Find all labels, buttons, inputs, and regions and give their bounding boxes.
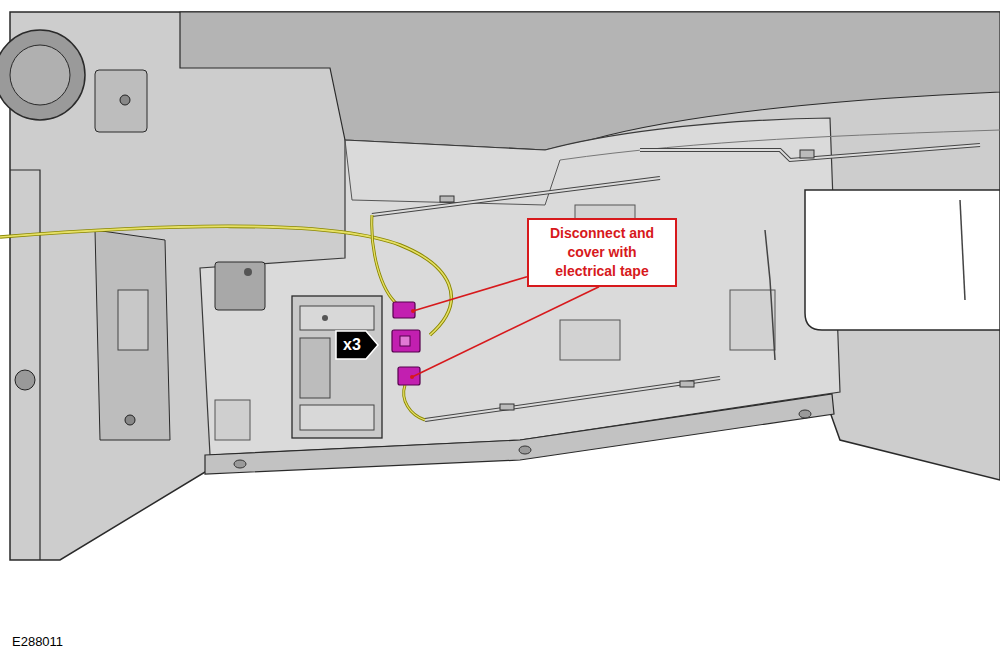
wire-harness-part (372, 178, 660, 215)
left-structure-part (125, 415, 135, 425)
leader-line (412, 287, 599, 377)
yellow-wire-part (372, 215, 398, 305)
module-bracket-part (300, 338, 330, 398)
left-structure-part (10, 45, 70, 105)
wire-harness-part (960, 200, 965, 300)
module-bracket-part (244, 268, 252, 276)
dashboard-panel-part (10, 12, 1000, 560)
magenta-connector-part (398, 367, 420, 385)
wire-harness-part (640, 145, 980, 160)
module-bracket-part (292, 296, 382, 438)
leader-end (410, 375, 414, 379)
magenta-connector-part (400, 336, 410, 346)
dashboard-panel-part (519, 446, 531, 454)
wire-harness-part (680, 381, 694, 387)
left-structure-part (0, 30, 85, 120)
yellow-wire-part (404, 385, 425, 420)
left-structure (0, 30, 170, 560)
arrow-shape-fill (336, 331, 378, 359)
wire-harness (372, 145, 980, 420)
wire-harness-part (425, 378, 720, 420)
wire-harness-part (440, 196, 454, 202)
yellow-wire-part (372, 215, 398, 305)
module-bracket-part (300, 405, 374, 430)
module-bracket-part (322, 315, 328, 321)
callout-text: Disconnect and cover with electrical tap… (539, 224, 665, 281)
quantity-label: x3 (343, 330, 361, 360)
left-structure-part (15, 370, 35, 390)
dashboard-panel-part (215, 400, 250, 440)
dashboard-panel-part (805, 190, 1000, 330)
dashboard-panel-part (560, 130, 1000, 160)
left-structure-part (118, 290, 148, 350)
quantity-arrow: x3 (335, 330, 379, 360)
wire-harness-part (765, 230, 775, 360)
left-structure-part (95, 70, 147, 132)
wire-harness-part (372, 178, 660, 215)
dashboard-panel-part (200, 118, 840, 455)
leader-line (413, 277, 527, 311)
yellow-wire-part (0, 226, 451, 335)
dashboard-panel (10, 12, 1000, 560)
left-structure-part (95, 230, 170, 440)
module-bracket-part (300, 306, 374, 330)
callout-box: Disconnect and cover with electrical tap… (527, 218, 677, 287)
dashboard-panel-part (730, 290, 775, 350)
leader-end (411, 309, 415, 313)
left-structure-part (10, 170, 40, 560)
wire-harness-part (425, 378, 720, 420)
dashboard-panel-part (799, 410, 811, 418)
yellow-wire-part (404, 385, 425, 420)
magenta-connector (392, 302, 420, 385)
left-structure-part (120, 95, 130, 105)
magenta-connector-part (393, 302, 415, 318)
module-bracket-part (215, 262, 265, 310)
wire-harness-part (800, 150, 814, 158)
wire-harness-part (640, 145, 980, 160)
dashboard-panel-part (180, 12, 1000, 150)
magenta-connector-part (392, 330, 420, 352)
yellow-wire-part (0, 226, 451, 335)
wire-harness-part (500, 404, 514, 410)
dashboard-panel-part (234, 460, 246, 468)
figure-number: E288011 (12, 634, 63, 650)
module-bracket (215, 262, 382, 438)
yellow-wire (0, 215, 451, 420)
dashboard-panel-part (560, 320, 620, 360)
